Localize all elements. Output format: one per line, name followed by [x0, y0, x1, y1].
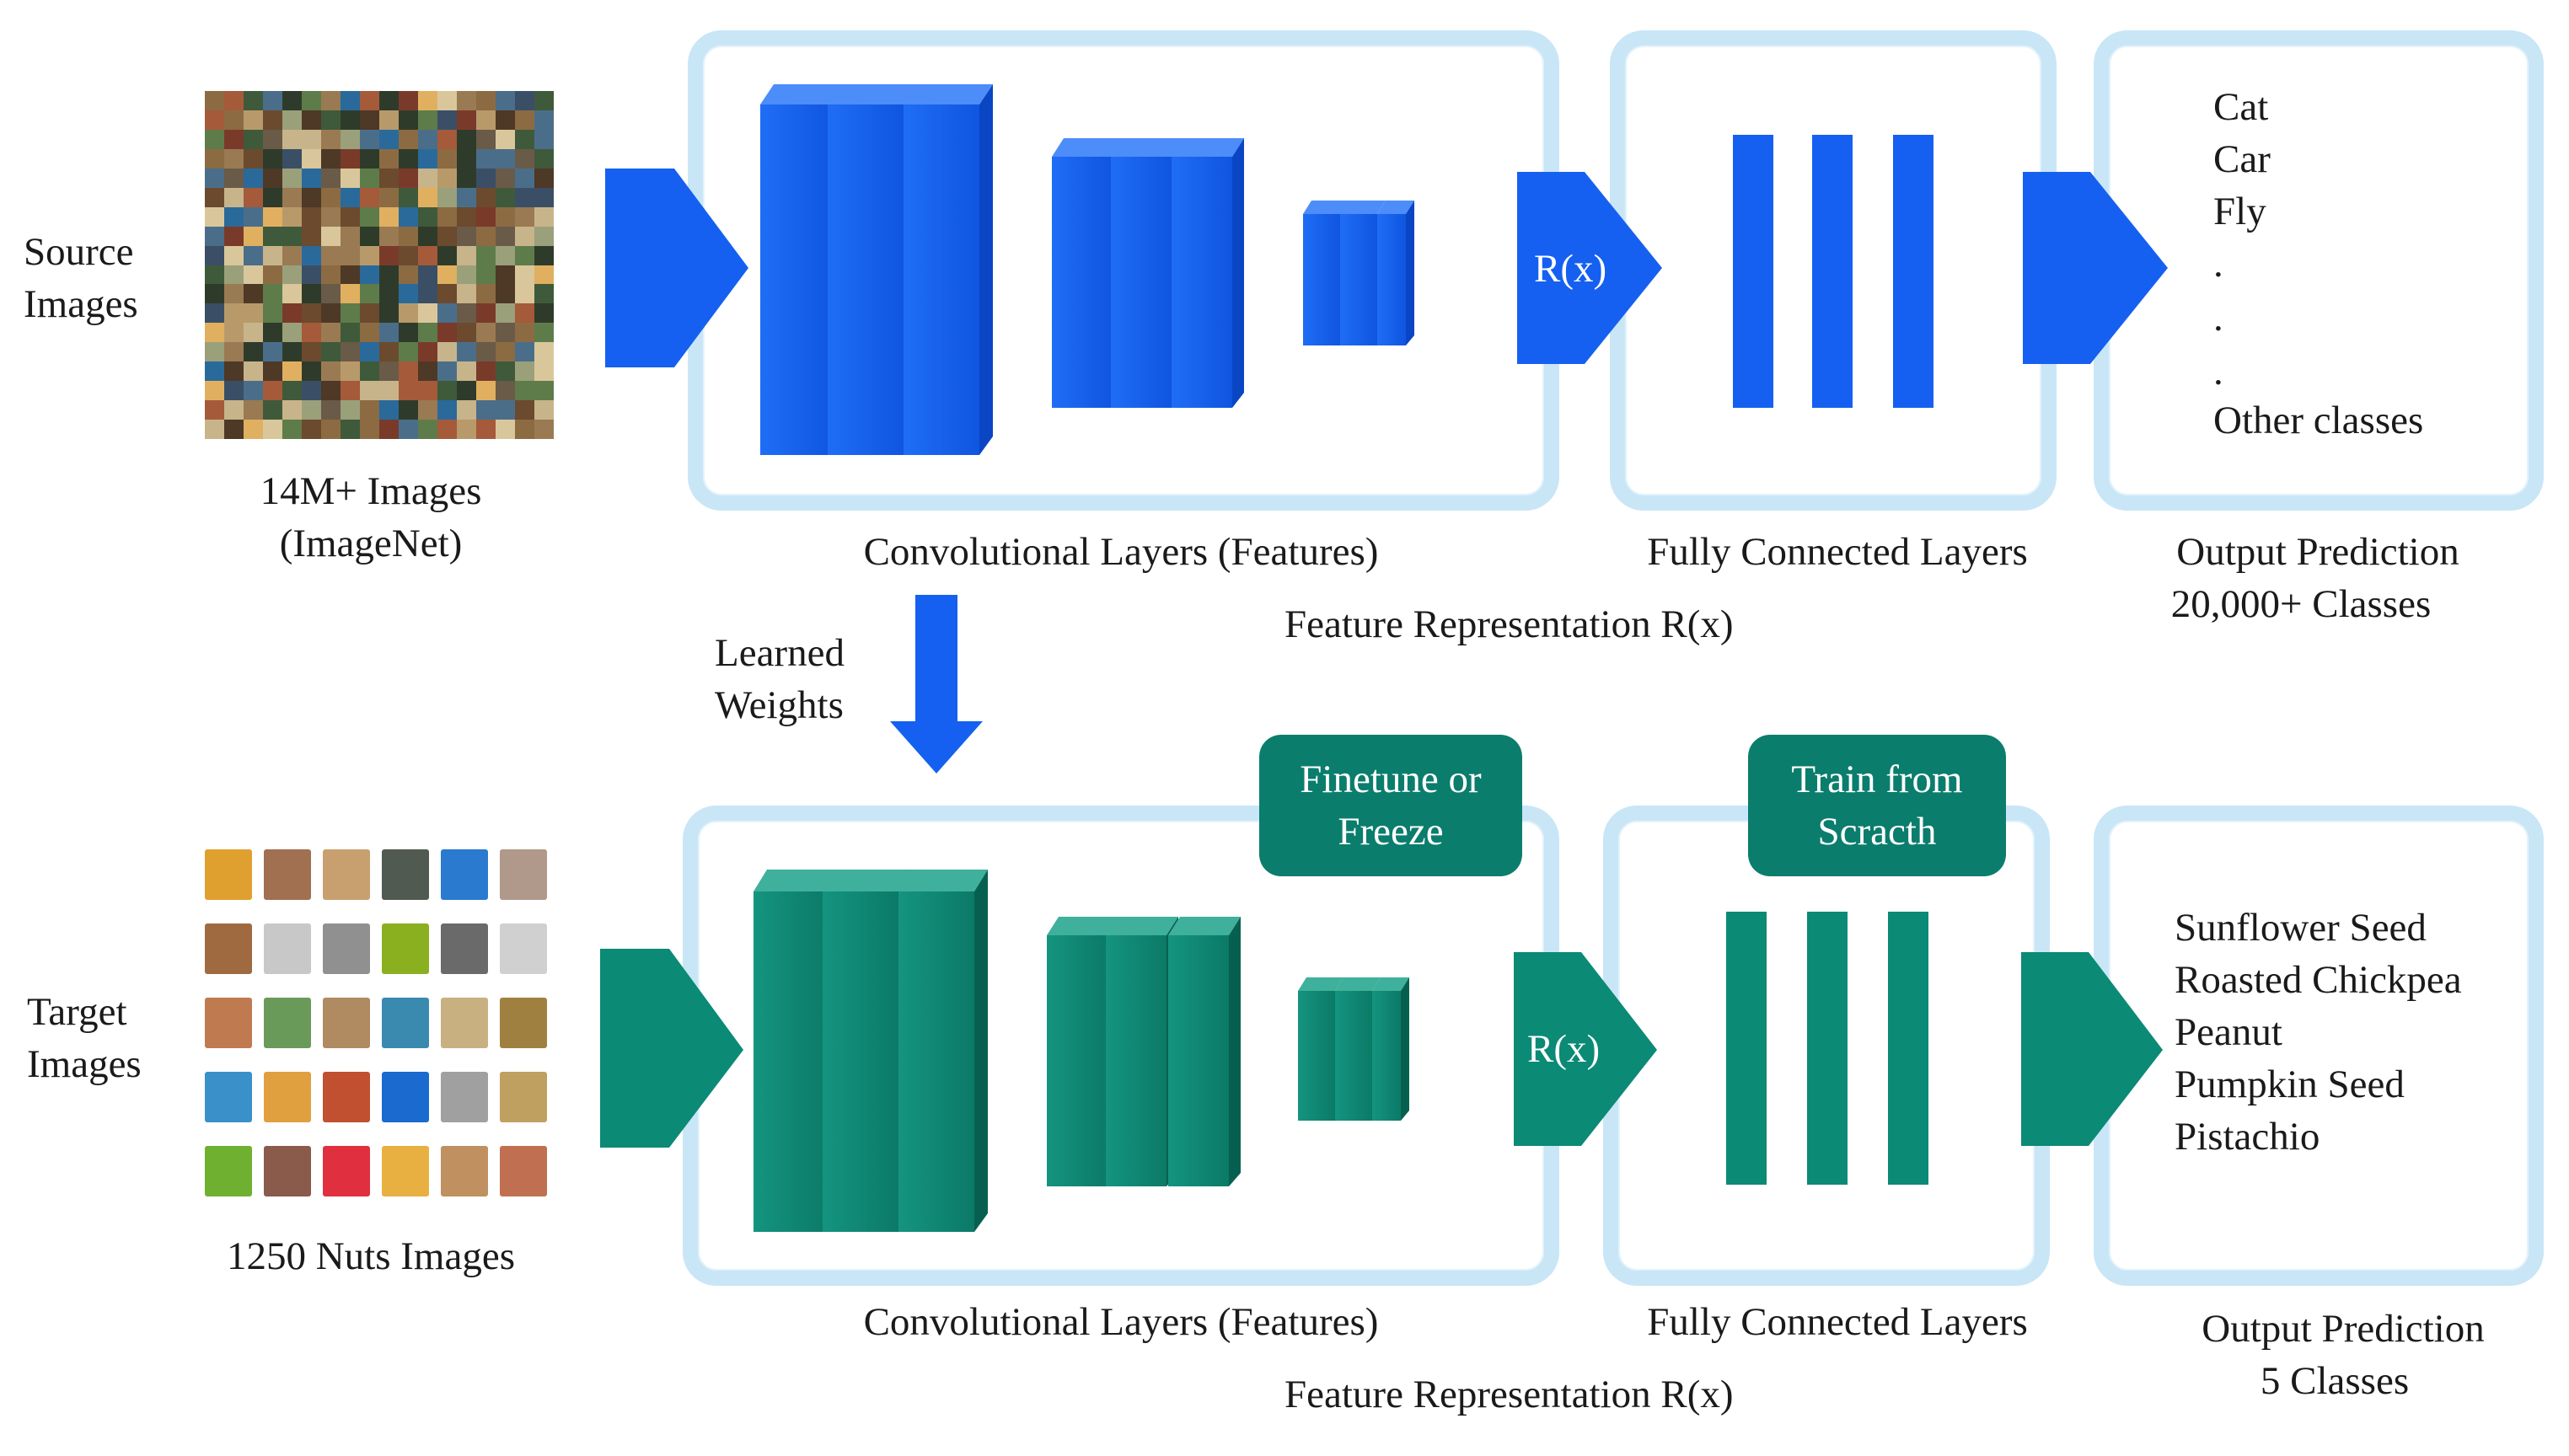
target-output-arrow — [2021, 952, 2163, 1146]
target-images-label-line-1: Target — [27, 990, 127, 1034]
target-images-label-line-2: Images — [27, 1042, 142, 1086]
source-conv-caption: Convolutional Layers (Features) — [863, 530, 1379, 574]
imagenet-mosaic-image — [205, 91, 554, 439]
source-fc-caption: Fully Connected Layers — [1647, 530, 2028, 574]
source-output-arrow — [2023, 172, 2168, 364]
source-class-item: . — [2213, 350, 2223, 393]
source-class-item: Other classes — [2213, 399, 2424, 442]
learned-weights-label-line-1: Learned — [715, 631, 845, 675]
source-class-item: Cat — [2213, 85, 2269, 129]
source-count-caption-line-1: 14M+ Images — [260, 469, 482, 513]
nuts-thumbnails-image — [205, 849, 550, 1196]
target-conv-block-medium — [1047, 917, 1241, 1186]
target-count-caption: 1250 Nuts Images — [226, 1234, 515, 1278]
target-class-item: Sunflower Seed — [2175, 906, 2427, 950]
source-feature-caption: Feature Representation R(x) — [1284, 602, 1734, 646]
source-fc-bars — [1733, 135, 1933, 408]
target-fc-bars — [1726, 912, 1928, 1185]
train-badge-line-1: Train from — [1791, 757, 1963, 801]
finetune-badge-line-2: Freeze — [1338, 810, 1444, 854]
target-feature-caption: Feature Representation R(x) — [1284, 1373, 1734, 1416]
train-badge-line-2: Scracth — [1817, 810, 1937, 854]
source-output-caption-line-2: 20,000+ Classes — [2170, 582, 2432, 626]
source-conv-block-small — [1303, 201, 1414, 345]
target-output-panel — [2094, 806, 2544, 1286]
target-fc-caption: Fully Connected Layers — [1647, 1300, 2028, 1344]
source-class-item: . — [2213, 242, 2223, 286]
target-rx-arrow — [1514, 952, 1657, 1146]
source-images-label-line-1: Source — [24, 230, 134, 274]
finetune-badge-line-1: Finetune or — [1300, 757, 1482, 801]
source-count-caption-line-2: (ImageNet) — [279, 522, 463, 565]
source-rx-arrow — [1517, 172, 1662, 364]
target-class-item: Peanut — [2175, 1010, 2282, 1054]
target-output-caption-line-1: Output Prediction — [2202, 1307, 2485, 1351]
learned-weights-label-line-2: Weights — [715, 683, 844, 727]
target-output-caption-line-2: 5 Classes — [2260, 1359, 2410, 1403]
target-conv-block-small — [1298, 977, 1409, 1121]
target-rx-label: R(x) — [1527, 1027, 1601, 1071]
source-conv-block-large — [760, 84, 993, 455]
source-output-panel — [2094, 30, 2544, 511]
finetune-or-freeze-badge: Finetune or Freeze — [1259, 735, 1522, 876]
source-output-caption-line-1: Output Prediction — [2176, 530, 2459, 574]
source-input-arrow — [605, 169, 748, 367]
source-rx-label: R(x) — [1534, 247, 1607, 291]
target-class-item: Pumpkin Seed — [2175, 1063, 2405, 1106]
learned-weights-arrow — [890, 595, 983, 774]
source-images-label-line-2: Images — [24, 282, 138, 326]
source-class-item: Car — [2213, 137, 2271, 181]
target-conv-block-large — [754, 870, 988, 1232]
target-class-item: Roasted Chickpea — [2175, 958, 2462, 1002]
source-class-item: Fly — [2213, 190, 2266, 233]
train-from-scratch-badge: Train from Scracth — [1748, 735, 2006, 876]
target-class-item: Pistachio — [2175, 1115, 2320, 1159]
source-conv-block-medium — [1052, 138, 1244, 408]
source-class-item: . — [2213, 296, 2223, 340]
target-input-arrow — [600, 949, 743, 1148]
target-conv-caption: Convolutional Layers (Features) — [863, 1300, 1379, 1344]
